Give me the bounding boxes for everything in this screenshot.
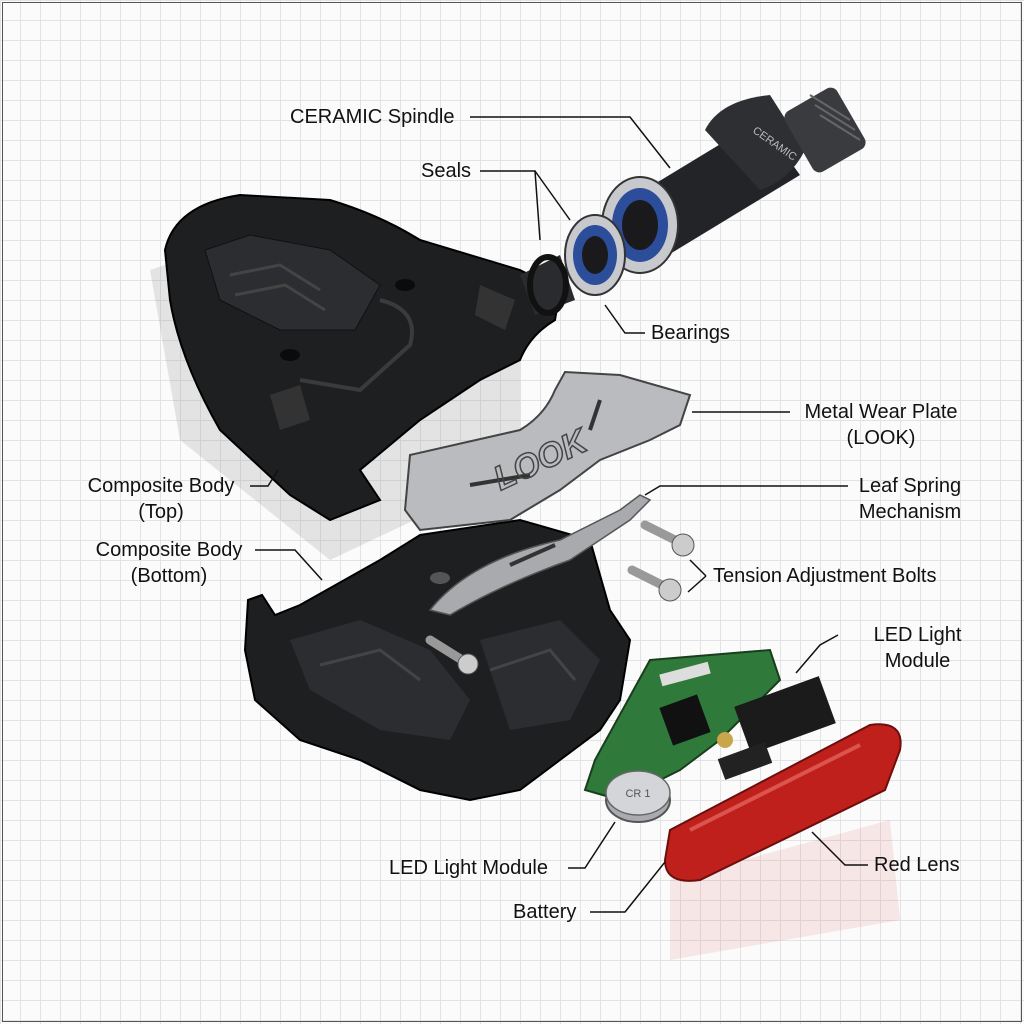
label-line: Composite Body bbox=[87, 475, 235, 497]
battery: CR 1 bbox=[605, 770, 671, 823]
seal bbox=[527, 254, 569, 316]
leaf-spring bbox=[428, 494, 652, 616]
label-led-module-right: LED Light Module bbox=[860, 622, 975, 674]
led-pcb bbox=[583, 648, 836, 802]
label-composite-body-bottom: Composite Body (Bottom) bbox=[84, 537, 254, 589]
label-line: (LOOK) bbox=[846, 427, 916, 449]
label-line: Leaf Spring bbox=[858, 475, 962, 497]
label-leaf-spring: Leaf Spring Mechanism bbox=[850, 473, 970, 525]
label-battery: Battery bbox=[513, 901, 577, 923]
label-metal-wear-plate: Metal Wear Plate (LOOK) bbox=[795, 399, 967, 451]
bolt-body bbox=[425, 635, 479, 675]
label-bearings: Bearings bbox=[651, 322, 730, 344]
label-line: LED Light bbox=[873, 624, 962, 646]
label-led-module-left: LED Light Module bbox=[389, 857, 548, 879]
label-line: Mechanism bbox=[858, 501, 962, 523]
label-line: (Top) bbox=[138, 501, 184, 523]
bearing-outer bbox=[601, 176, 679, 274]
label-red-lens: Red Lens bbox=[874, 854, 960, 876]
leader-lines bbox=[250, 116, 868, 913]
label-tension-bolts: Tension Adjustment Bolts bbox=[713, 565, 937, 587]
label-seals: Seals bbox=[421, 160, 472, 182]
composite-body-bottom bbox=[243, 518, 632, 802]
label-composite-body-top: Composite Body (Top) bbox=[76, 473, 246, 525]
label-ceramic-spindle: CERAMIC Spindle bbox=[290, 106, 455, 128]
label-line: Metal Wear Plate bbox=[804, 401, 958, 423]
composite-body-top bbox=[163, 193, 562, 522]
battery-marking: CR 1 bbox=[625, 788, 650, 800]
bearing-inner bbox=[564, 214, 626, 296]
metal-wear-plate: LOOK bbox=[403, 370, 692, 532]
label-line: Module bbox=[884, 650, 951, 672]
label-line: Composite Body bbox=[95, 539, 243, 561]
red-lens bbox=[663, 723, 902, 882]
tension-bolts bbox=[627, 520, 695, 602]
label-line: (Bottom) bbox=[130, 565, 208, 587]
